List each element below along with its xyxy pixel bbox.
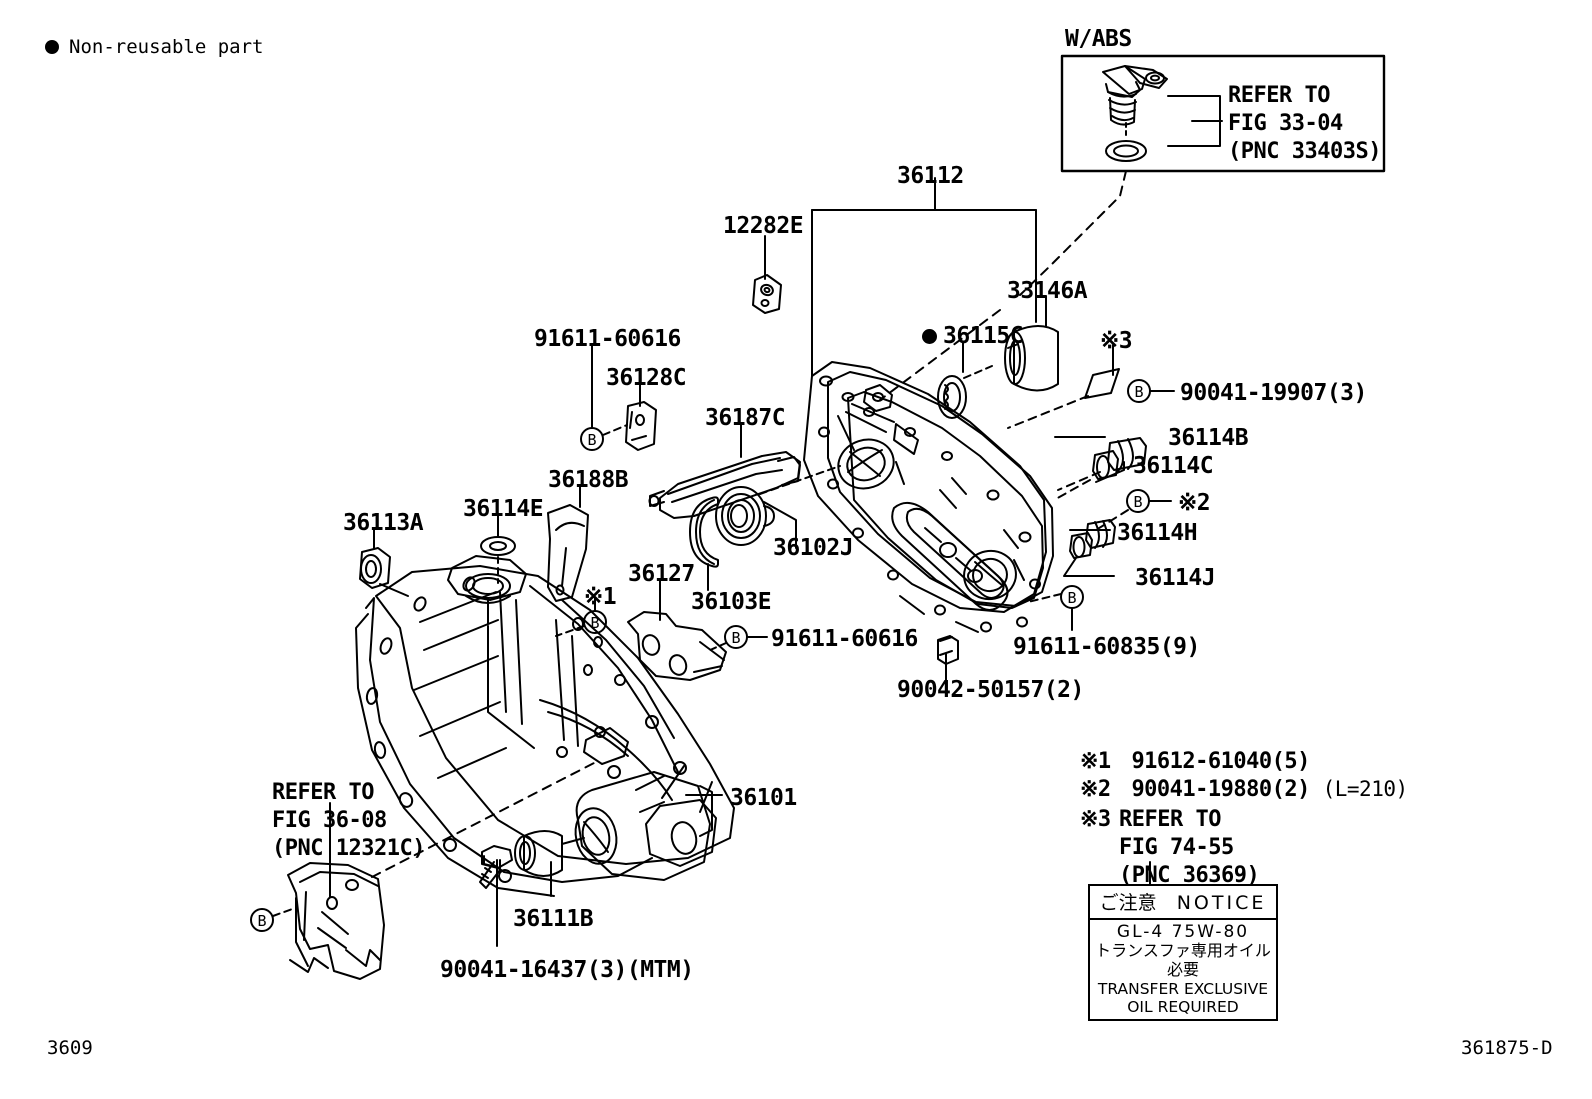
part-label-text: 90042-50157(2)	[897, 677, 1084, 703]
footnote-3-line1: REFER TO	[1119, 807, 1221, 832]
abs-refer-line2: FIG 33-04	[1228, 111, 1343, 136]
footnote-2-value: 90041-19880(2)	[1131, 777, 1310, 802]
part-label-text: 36112	[897, 163, 964, 189]
part-label-36111B: 36111B	[513, 906, 594, 932]
part-label-text: 36114B	[1168, 425, 1249, 451]
notice-box: ご注意 NOTICE GL-4 75W-80 トランスファ専用オイル必要 TRA…	[1088, 884, 1278, 1022]
non-reusable-legend: Non-reusable part	[45, 38, 263, 57]
notice-line-3: TRANSFER EXCLUSIVE	[1097, 979, 1269, 998]
part-label-text: 90041-19907(3)	[1180, 380, 1367, 406]
refer-left-line2: FIG 36-08	[272, 808, 387, 833]
part-label-text: ※2	[1178, 490, 1211, 516]
non-reusable-dot-icon	[45, 40, 59, 54]
part-label-36114J: 36114J	[1135, 565, 1216, 591]
notice-header: ご注意 NOTICE	[1090, 886, 1276, 920]
part-label-text: 36113A	[343, 510, 424, 536]
part-label-36102J: 36102J	[773, 535, 854, 561]
refer-left-line1: REFER TO	[272, 780, 374, 805]
part-label-text: 91611-60616	[771, 626, 918, 652]
abs-refer-line1: REFER TO	[1228, 83, 1330, 108]
part-label-text: 36103E	[691, 589, 772, 615]
part-label-2: ※2	[1178, 490, 1211, 516]
part-label-text: 36114C	[1133, 453, 1214, 479]
part-label-text: 36114J	[1135, 565, 1216, 591]
refer-left-line3: (PNC 12321C)	[272, 836, 425, 861]
svg-text:B: B	[257, 912, 266, 930]
footnote-2-key: ※2	[1080, 777, 1111, 802]
part-label-90042501572: 90042-50157(2)	[897, 679, 1084, 702]
footnote-2: ※2 90041-19880(2) (L=210)	[1080, 776, 1408, 804]
part-label-91611608359: 91611-60835(9)	[1013, 636, 1200, 659]
svg-text:B: B	[731, 629, 740, 647]
part-label-36128C: 36128C	[606, 365, 687, 391]
notice-body: GL-4 75W-80 トランスファ専用オイル必要 TRANSFER EXCLU…	[1090, 920, 1276, 1019]
page-code-right: 361875-D	[1461, 1037, 1553, 1059]
part-label-text: 91611-60616	[534, 326, 681, 352]
part-label-36114C: 36114C	[1133, 453, 1214, 479]
notice-line-4: OIL REQUIRED	[1127, 998, 1239, 1017]
part-label-36187C: 36187C	[705, 405, 786, 431]
notice-line-1: GL-4 75W-80	[1116, 922, 1250, 942]
part-label-36127: 36127	[628, 563, 695, 586]
svg-text:B: B	[1133, 493, 1142, 511]
part-label-text: 36188B	[548, 467, 629, 493]
svg-text:B: B	[587, 431, 596, 449]
part-label-text: 36114E	[463, 496, 544, 522]
page-code-left: 3609	[47, 1037, 93, 1059]
part-label-12282E: 12282E	[723, 213, 804, 239]
part-label-text: 36115C	[943, 323, 1024, 349]
footnote-3-key: ※3	[1080, 807, 1111, 832]
notice-header-jp: ご注意	[1099, 892, 1157, 914]
part-label-36115C: 36115C	[922, 323, 1024, 349]
svg-text:B: B	[1134, 383, 1143, 401]
footnote-3-line3: (PNC 36369)	[1119, 863, 1260, 888]
notice-line-2: トランスファ専用オイル必要	[1095, 941, 1271, 979]
part-label-text: 36128C	[606, 365, 687, 391]
part-label-36188B: 36188B	[548, 467, 629, 493]
svg-text:B: B	[1067, 589, 1076, 607]
part-label-text: ※1	[584, 584, 617, 610]
footnote-1-value: 91612-61040(5)	[1131, 749, 1310, 774]
notice-header-en: NOTICE	[1176, 892, 1267, 914]
footnote-3-line2: FIG 74-55	[1119, 835, 1234, 860]
part-label-36114E: 36114E	[463, 496, 544, 522]
footnote-2-extra: (L=210)	[1322, 777, 1409, 801]
part-label-3: ※3	[1100, 328, 1133, 354]
part-label-36112: 36112	[897, 165, 964, 188]
part-label-36103E: 36103E	[691, 589, 772, 615]
abs-refer-line3: (PNC 33403S)	[1228, 139, 1381, 164]
part-label-text: 90041-16437(3)(MTM)	[440, 957, 694, 983]
part-label-36114B: 36114B	[1168, 425, 1249, 451]
part-label-33146A: 33146A	[1007, 278, 1088, 304]
part-label-90041199073: 90041-19907(3)	[1180, 382, 1367, 405]
part-label-text: 36114H	[1117, 520, 1198, 546]
svg-text:B: B	[590, 614, 599, 632]
part-label-text: 36187C	[705, 405, 786, 431]
part-label-text: 36127	[628, 561, 695, 587]
part-label-9161160616: 91611-60616	[534, 328, 681, 351]
abs-box-caption: W/ABS	[1065, 26, 1132, 52]
part-label-text: 36101	[730, 785, 797, 811]
part-label-text: 36111B	[513, 906, 594, 932]
part-label-1: ※1	[584, 584, 617, 610]
non-reusable-legend-text: Non-reusable part	[69, 36, 264, 58]
part-label-text: 36102J	[773, 535, 854, 561]
part-label-9161160616: 91611-60616	[771, 628, 918, 651]
part-label-text: 91611-60835(9)	[1013, 634, 1200, 660]
part-label-text: ※3	[1100, 328, 1133, 354]
non-reusable-dot-icon	[922, 329, 937, 344]
part-label-36114H: 36114H	[1117, 520, 1198, 546]
footnote-1-key: ※1	[1080, 749, 1111, 774]
part-label-36113A: 36113A	[343, 510, 424, 536]
footnote-1: ※1 91612-61040(5)	[1080, 748, 1310, 776]
part-label-90041164373MTM: 90041-16437(3)(MTM)	[440, 959, 694, 982]
part-label-text: 33146A	[1007, 278, 1088, 304]
part-label-text: 12282E	[723, 213, 804, 239]
part-label-36101: 36101	[730, 787, 797, 810]
